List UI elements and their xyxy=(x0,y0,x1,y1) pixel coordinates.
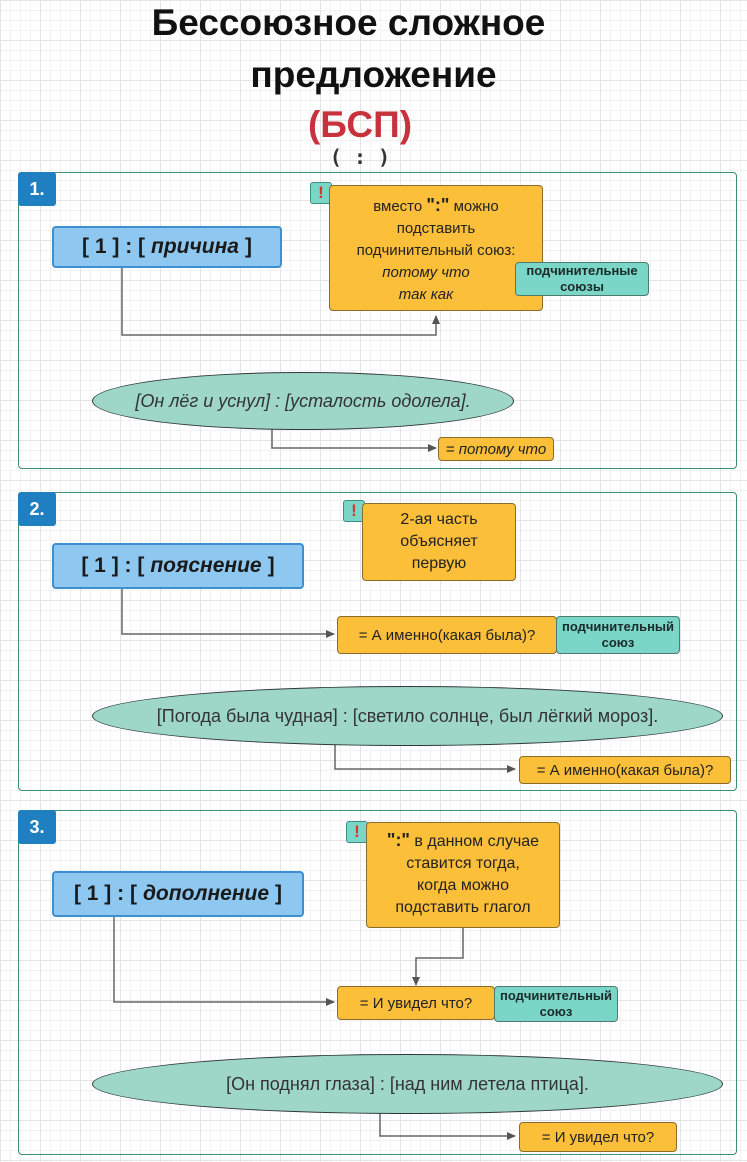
title-line-1: Бессоюзное сложное xyxy=(151,2,546,43)
note-line-4: потому что xyxy=(382,264,470,281)
note-line-1: 2-ая часть xyxy=(400,511,478,528)
section-1-result: = потому что xyxy=(438,437,554,461)
note-line-2: объясняет xyxy=(400,533,478,550)
formula-italic: дополнение xyxy=(142,882,270,905)
formula-right: ] xyxy=(275,882,283,905)
formula-italic: пояснение xyxy=(150,554,262,577)
note-line-5: так как xyxy=(398,286,454,303)
note-line-3: когда можно xyxy=(416,877,510,894)
note-line-2: ставится тогда, xyxy=(406,855,520,872)
connector-s2-formula xyxy=(121,588,335,638)
exclamation-icon: ! xyxy=(346,821,368,843)
formula-right: ] xyxy=(267,554,275,577)
section-1-tag: подчинительные союзы xyxy=(515,262,649,296)
note-line-4: подставить глагол xyxy=(395,899,531,916)
connector-s1-formula xyxy=(121,268,440,336)
formula-left: [ 1 ] : [ xyxy=(82,235,146,258)
section-2-frame xyxy=(18,492,737,791)
section-2-result: = А именно(какая была)? xyxy=(519,756,731,784)
note-line-1: ":" в данном случае xyxy=(386,830,540,850)
title-line-2: предложение xyxy=(250,54,497,95)
section-3-example: [Он поднял глаза] : [над ним летела птиц… xyxy=(92,1054,723,1114)
section-3-frame xyxy=(18,810,737,1155)
note-line-3: первую xyxy=(411,555,467,572)
note-line-2: подставить xyxy=(396,220,476,237)
section-2-example: [Погода была чудная] : [светило солнце, … xyxy=(92,686,723,746)
section-3-result: = И увидел что? xyxy=(519,1122,677,1152)
formula-italic: причина xyxy=(151,235,239,258)
section-3-note: ":" в данном случае ставится тогда, когд… xyxy=(366,822,560,928)
section-3-tag: подчинительный союз xyxy=(494,986,618,1022)
section-2-number: 2. xyxy=(18,492,56,526)
section-2-note: 2-ая часть объясняет первую xyxy=(362,503,516,581)
section-1-formula: [ 1 ] : [ причина ] xyxy=(52,226,282,268)
section-1-number: 1. xyxy=(18,172,56,206)
section-1-note: вместо ":" можно подставить подчинительн… xyxy=(329,185,543,311)
section-3-number: 3. xyxy=(18,810,56,844)
note-line-3: подчинительный союз: xyxy=(356,242,516,259)
formula-left: [ 1 ] : [ xyxy=(81,554,145,577)
section-2-formula: [ 1 ] : [ пояснение ] xyxy=(52,543,304,589)
connector-s3-formula xyxy=(113,916,335,1006)
formula-left: [ 1 ] : [ xyxy=(73,882,137,905)
formula-right: ] xyxy=(244,235,252,258)
colon-sign: ( : ) xyxy=(329,145,391,169)
connector-s2-example xyxy=(334,735,516,773)
section-2-tag: подчинительный союз xyxy=(556,616,680,654)
connector-s3-note xyxy=(412,928,464,986)
title-abbreviation: (БСП) xyxy=(307,104,413,145)
section-3-middle-result: = И увидел что? xyxy=(337,986,495,1020)
section-3-formula: [ 1 ] : [ дополнение ] xyxy=(52,871,304,917)
note-line-1: вместо ":" можно xyxy=(373,195,499,215)
section-1-example: [Он лёг и уснул] : [усталость одолела]. xyxy=(92,372,514,430)
connector-s3-example xyxy=(379,1112,516,1140)
section-1-frame xyxy=(18,172,737,469)
section-2-middle-result: = А именно(какая была)? xyxy=(337,616,557,654)
